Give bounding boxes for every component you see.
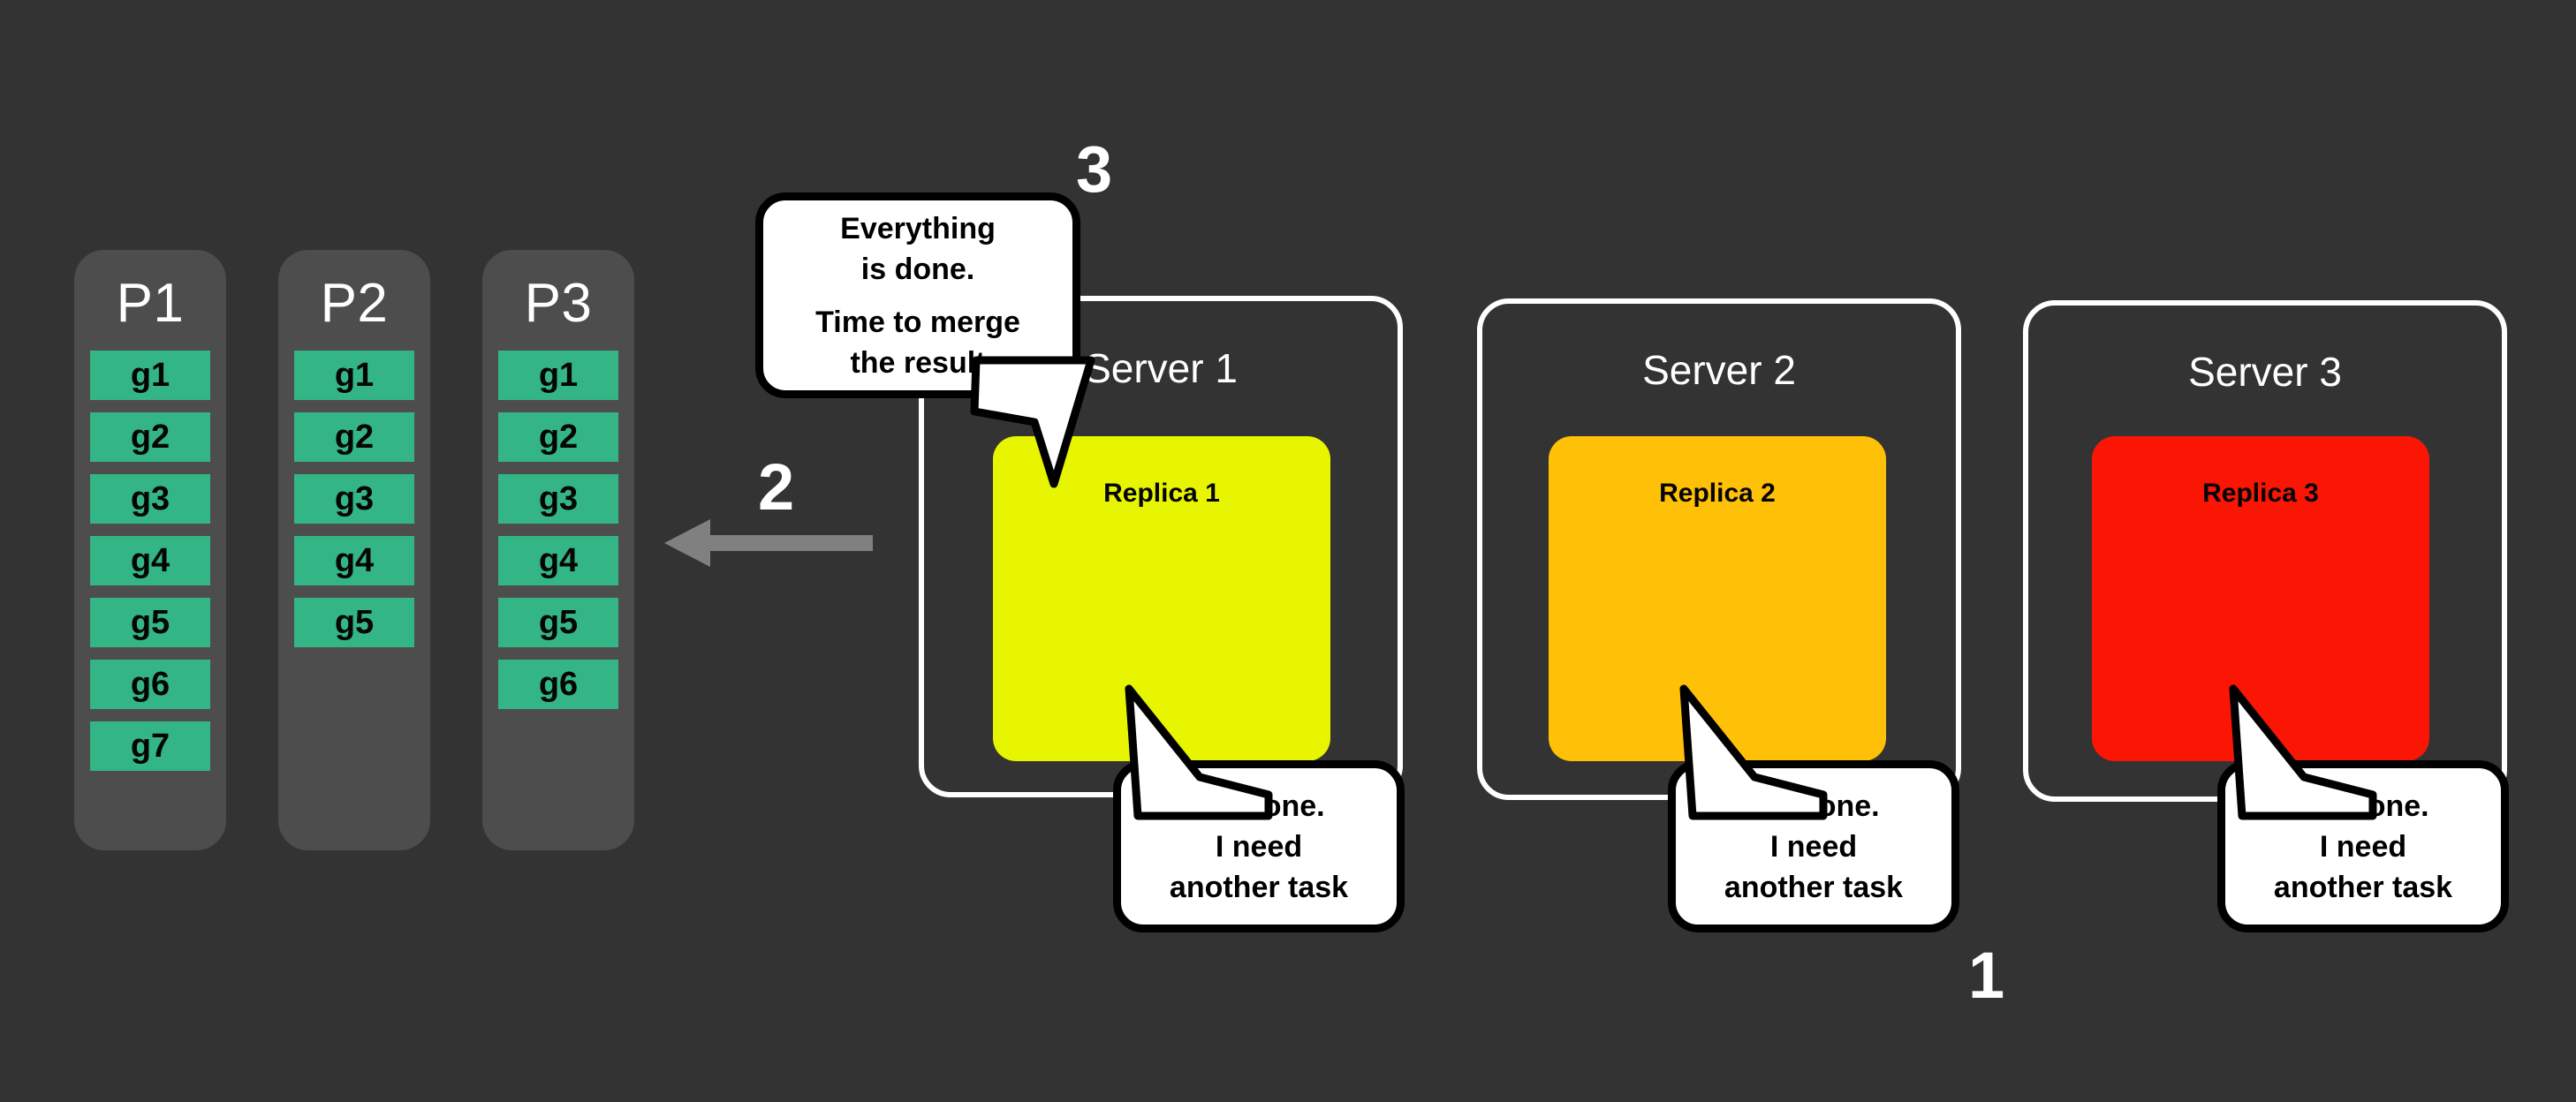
merge-bubble-line: is done. xyxy=(860,252,975,286)
partition-block[interactable]: g1 xyxy=(294,351,414,400)
done-bubble-line: another task xyxy=(2273,870,2453,904)
done-bubble-line: I need xyxy=(2319,829,2407,864)
replica-label-1: Replica 1 xyxy=(1103,479,1220,508)
partition-block[interactable]: g2 xyxy=(90,412,210,462)
merge-bubble-line: Time to merge xyxy=(815,305,1020,339)
done-bubble-line: I’m done. xyxy=(2297,789,2429,823)
server-title-3: Server 3 xyxy=(2188,349,2342,395)
partition-label: P2 xyxy=(320,273,389,334)
partition-block[interactable]: g5 xyxy=(294,598,414,647)
merge-bubble-line: Everything xyxy=(840,211,996,245)
done-bubble-line: I need xyxy=(1769,829,1858,864)
partition-block[interactable]: g5 xyxy=(90,598,210,647)
partition-block[interactable]: g1 xyxy=(90,351,210,400)
replica-label-3: Replica 3 xyxy=(2202,479,2319,508)
partition-block[interactable]: g2 xyxy=(498,412,618,462)
partition-block[interactable]: g6 xyxy=(90,660,210,709)
step-number-2: 2 xyxy=(758,450,795,524)
partition-label: P3 xyxy=(524,273,593,334)
partition-block[interactable]: g5 xyxy=(498,598,618,647)
step-number-3: 3 xyxy=(1076,132,1113,206)
partition-p3[interactable]: P3 g1 g2 g3 g4 g5 g6 xyxy=(482,250,634,850)
server-title-2: Server 2 xyxy=(1642,347,1796,393)
step-number-1: 1 xyxy=(1968,939,2005,1012)
merge-bubble-line: the result xyxy=(850,345,986,380)
partition-block[interactable]: g1 xyxy=(498,351,618,400)
merge-bubble[interactable]: Everything is done. Time to merge the re… xyxy=(755,192,1080,398)
partition-block[interactable]: g3 xyxy=(90,474,210,524)
done-bubble-line: I’m done. xyxy=(1193,789,1325,823)
done-bubble-line: I’m done. xyxy=(1747,789,1880,823)
partition-p1[interactable]: P1 g1 g2 g3 g4 g5 g6 g7 xyxy=(74,250,226,850)
server-title-1: Server 1 xyxy=(1084,345,1238,391)
done-bubble-1[interactable]: I’m done. I need another task xyxy=(1113,760,1405,932)
partition-label: P1 xyxy=(116,273,185,334)
partition-block[interactable]: g3 xyxy=(294,474,414,524)
replica-box-1[interactable]: Replica 1 xyxy=(993,436,1330,761)
left-arrow-icon xyxy=(664,519,873,567)
replica-label-2: Replica 2 xyxy=(1659,479,1776,508)
replica-box-2[interactable]: Replica 2 xyxy=(1549,436,1886,761)
partition-block[interactable]: g3 xyxy=(498,474,618,524)
done-bubble-line: another task xyxy=(1724,870,1904,904)
partition-block[interactable]: g4 xyxy=(294,536,414,585)
partition-block[interactable]: g6 xyxy=(498,660,618,709)
partition-p2[interactable]: P2 g1 g2 g3 g4 g5 xyxy=(278,250,430,850)
done-bubble-line: I need xyxy=(1215,829,1303,864)
done-bubble-2[interactable]: I’m done. I need another task xyxy=(1668,760,1959,932)
partition-block[interactable]: g2 xyxy=(294,412,414,462)
done-bubble-3[interactable]: I’m done. I need another task xyxy=(2217,760,2509,932)
partition-block[interactable]: g4 xyxy=(498,536,618,585)
done-bubble-line: another task xyxy=(1169,870,1349,904)
partition-block[interactable]: g7 xyxy=(90,721,210,771)
merge-arrow xyxy=(664,512,873,574)
replica-box-3[interactable]: Replica 3 xyxy=(2092,436,2429,761)
partition-block[interactable]: g4 xyxy=(90,536,210,585)
